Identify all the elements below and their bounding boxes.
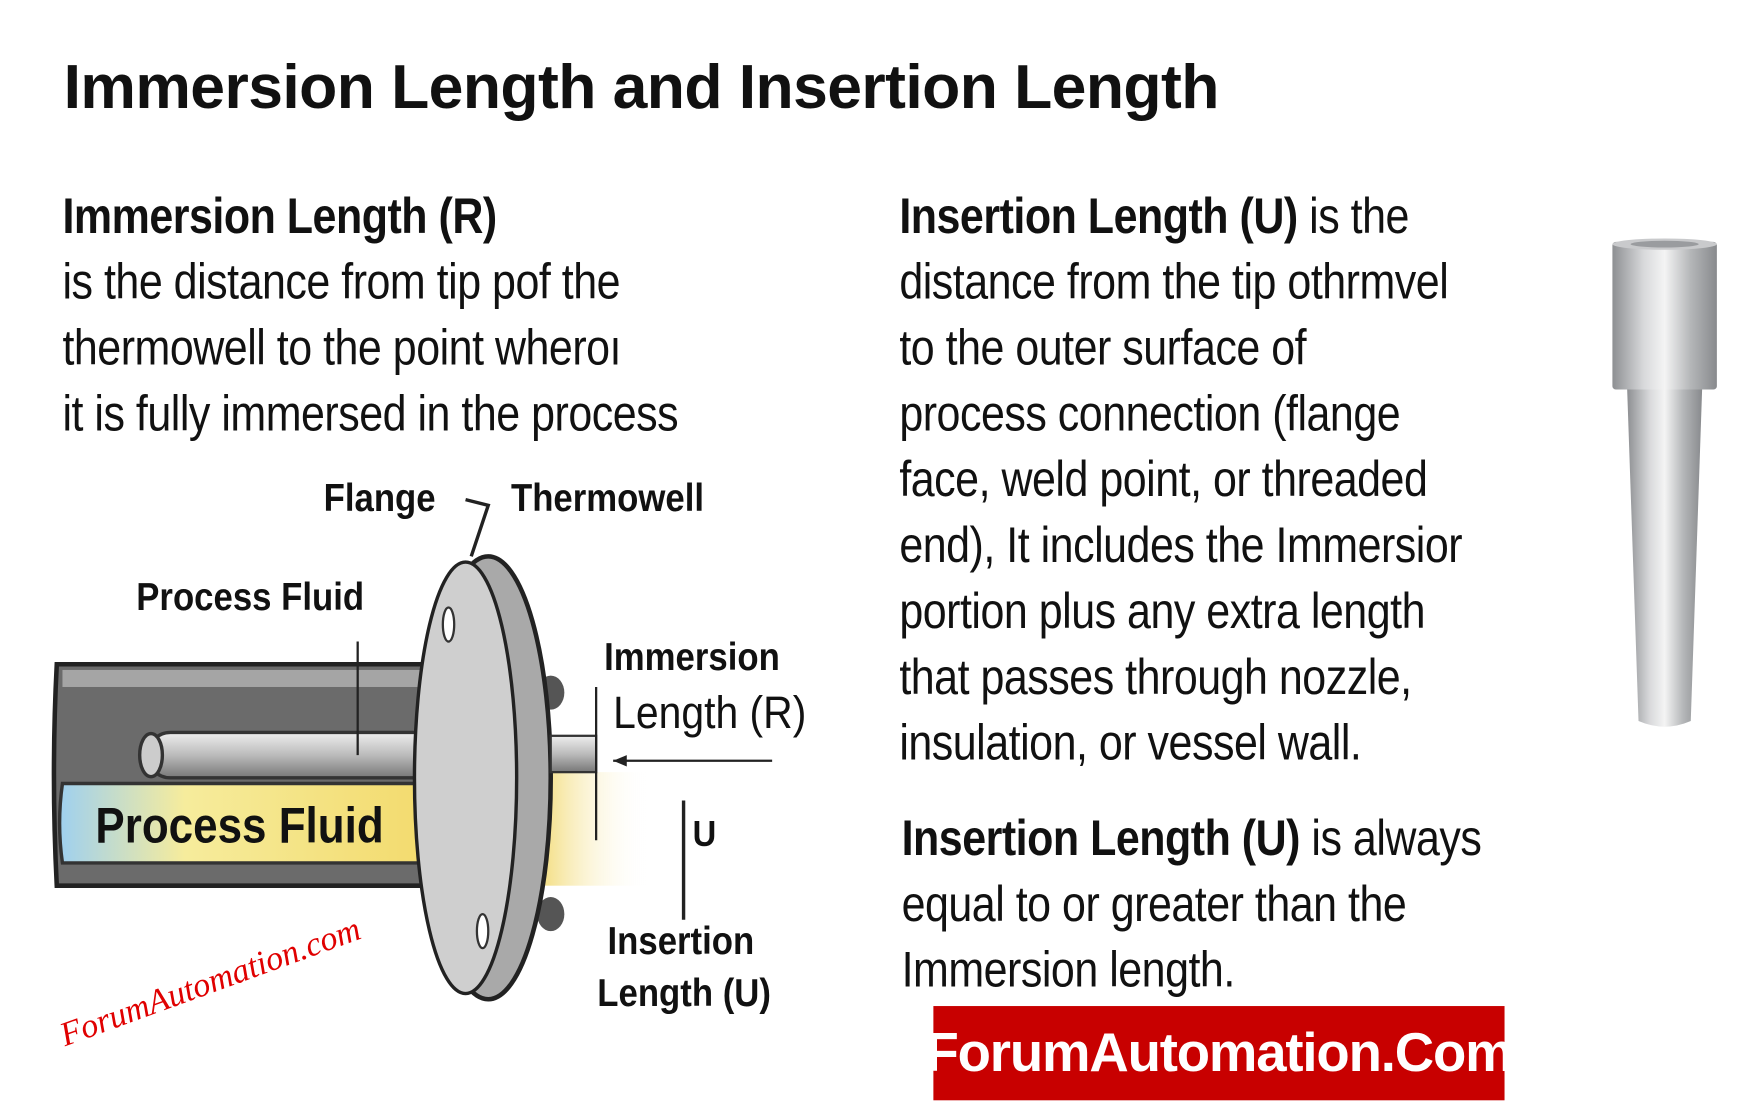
text-line: Immersion length. xyxy=(901,942,1236,999)
text-line: distance from the tip othrmvel xyxy=(899,254,1449,310)
text-line: end), It includes the Immersior xyxy=(899,517,1463,574)
text-line: is the distance from tip pof the xyxy=(62,254,621,310)
immersion-heading: Immersion Length (R) xyxy=(62,188,497,245)
text-line: thermowell to the point wheroı xyxy=(62,320,622,376)
text-line: it is fully immersed in the process xyxy=(62,386,679,442)
insertion-label: Insertion xyxy=(607,919,755,963)
thermowell-label: Thermowell xyxy=(510,476,705,521)
insertion-heading-suffix: is the xyxy=(1297,188,1409,245)
arrowhead-icon xyxy=(613,755,627,767)
thermowell-photo xyxy=(1612,238,1717,727)
flange xyxy=(412,554,565,1002)
leader-line xyxy=(465,497,491,557)
insertion-note: Insertion Length (U) is always equal to … xyxy=(902,806,1482,1004)
text-line: that passes through nozzle, xyxy=(899,649,1412,706)
text-line: process connection (flange xyxy=(899,386,1401,442)
insertion-length-label: Length (U) xyxy=(597,971,771,1016)
text-line: to the outer surface of xyxy=(899,320,1307,376)
process-fluid-inner-label: Process Fluid xyxy=(95,798,384,854)
process-fluid-label: Process Fluid xyxy=(136,575,365,619)
note-suffix: is always xyxy=(1299,810,1482,867)
text-line: portion plus any extra length xyxy=(899,583,1425,640)
pipe xyxy=(51,661,490,888)
page-title: Immersion Length and Insertion Length xyxy=(63,51,1220,122)
note-heading: Insertion Length (U) xyxy=(901,810,1301,867)
immersion-length-label: Length (R) xyxy=(613,688,807,739)
thermowell-diagram xyxy=(51,497,773,1002)
insertion-heading: Insertion Length (U) xyxy=(899,188,1298,245)
thermowell-stem xyxy=(549,734,598,774)
immersion-definition: Immersion Length (R) is the distance fro… xyxy=(62,184,678,447)
u-label: U xyxy=(692,813,717,854)
text-line: insulation, or vessel wall. xyxy=(899,715,1362,772)
text-line: equal to or greater than the xyxy=(901,876,1407,933)
insertion-definition: Insertion Length (U) is the distance fro… xyxy=(899,184,1462,777)
immersion-label: Immersion xyxy=(604,635,780,680)
brand-banner: ForumAutomation.Com xyxy=(925,1006,1514,1101)
text-line: face, weld point, or threaded xyxy=(899,451,1428,508)
flange-label: Flange xyxy=(323,476,436,521)
